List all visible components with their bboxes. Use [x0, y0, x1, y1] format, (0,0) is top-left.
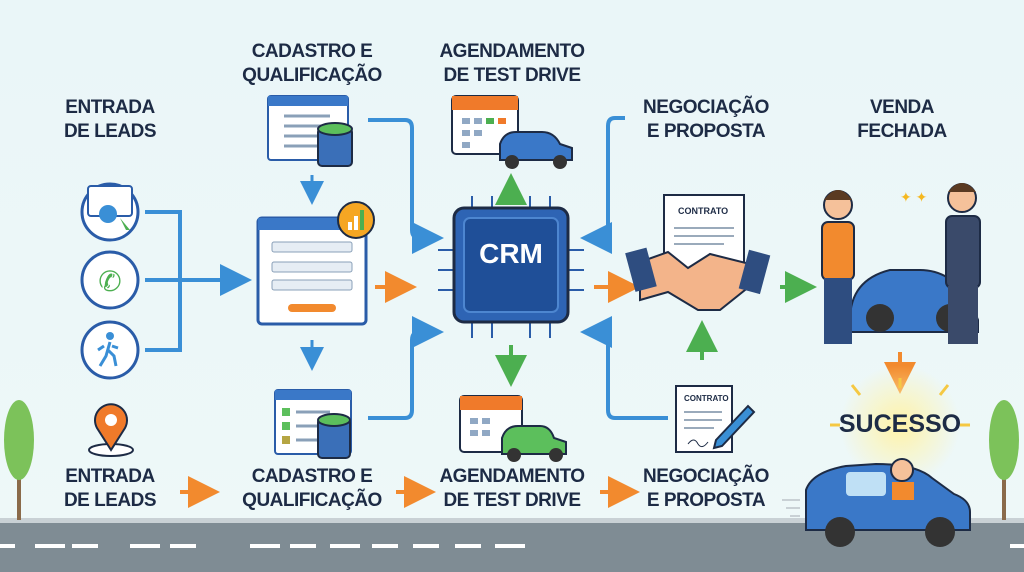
- happy-driver-car-icon: [782, 458, 971, 547]
- walk-in-lead-icon: [80, 320, 140, 380]
- top-stage-label-agendamento: AGENDAMENTO DE TEST DRIVE: [422, 40, 602, 88]
- bottom-stage-label-cadastro: CADASTRO E QUALIFICAÇÃO: [222, 465, 402, 513]
- contract-pen-icon: [675, 385, 756, 453]
- label-line: DE LEADS: [63, 121, 157, 142]
- tree-left-icon: [4, 400, 34, 520]
- label-line: AGENDAMENTO: [439, 466, 585, 487]
- svg-text:✆: ✆: [98, 266, 121, 297]
- label-line: CADASTRO E: [251, 466, 373, 487]
- registration-database-icon: [267, 95, 353, 167]
- label-line: ENTRADA: [65, 466, 155, 487]
- success-rays: [830, 378, 970, 427]
- label-line: AGENDAMENTO: [439, 41, 585, 62]
- checklist-database-icon: [274, 389, 352, 459]
- phone-lead-icon: ✆: [80, 250, 140, 310]
- label-line: DE TEST DRIVE: [443, 490, 581, 511]
- label-line: DE TEST DRIVE: [443, 65, 581, 86]
- label-line: QUALIFICAÇÃO: [242, 490, 382, 511]
- top-stage-label-cadastro: CADASTRO E QUALIFICAÇÃO: [222, 40, 402, 88]
- top-stage-label-leads: ENTRADA DE LEADS: [20, 96, 200, 144]
- road-dashes: [0, 544, 1024, 548]
- sale-handover-scene-icon: ✦ ✦: [821, 183, 981, 344]
- label-line: FECHADA: [857, 121, 947, 142]
- label-line: ENTRADA: [65, 97, 155, 118]
- label-line: DE LEADS: [63, 490, 157, 511]
- label-line: E PROPOSTA: [646, 490, 766, 511]
- top-stage-label-venda: VENDA FECHADA: [812, 96, 992, 144]
- test-drive-calendar-green-car-icon: [459, 395, 567, 462]
- location-pin-icon: [88, 403, 134, 457]
- test-drive-calendar-blue-car-icon: [451, 95, 573, 169]
- label-line: NEGOCIAÇÃO: [643, 466, 769, 487]
- contract-title-small: CONTRATO: [684, 394, 729, 403]
- crm-chip-icon: [438, 196, 584, 338]
- label-line: VENDA: [869, 97, 935, 118]
- lead-form-icon: [256, 201, 375, 326]
- handshake-icon: [625, 247, 771, 311]
- contract-title: CONTRATO: [678, 206, 729, 216]
- success-glow: [840, 365, 960, 485]
- label-line: QUALIFICAÇÃO: [242, 65, 382, 86]
- label-line: NEGOCIAÇÃO: [643, 97, 769, 118]
- bottom-stage-label-leads: ENTRADA DE LEADS: [20, 465, 200, 513]
- bottom-stage-label-agendamento: AGENDAMENTO DE TEST DRIVE: [422, 465, 602, 513]
- svg-text:✦ ✦: ✦ ✦: [900, 189, 928, 205]
- tree-right-icon: [989, 400, 1019, 520]
- success-label: SUCESSO: [838, 410, 962, 438]
- label-line: E PROPOSTA: [646, 121, 766, 142]
- website-lead-icon: [80, 182, 140, 242]
- crm-hub-label: CRM: [479, 238, 543, 269]
- label-line: CADASTRO E: [251, 41, 373, 62]
- bottom-stage-label-negociacao: NEGOCIAÇÃO E PROPOSTA: [616, 465, 796, 513]
- top-stage-label-negociacao: NEGOCIAÇÃO E PROPOSTA: [616, 96, 796, 144]
